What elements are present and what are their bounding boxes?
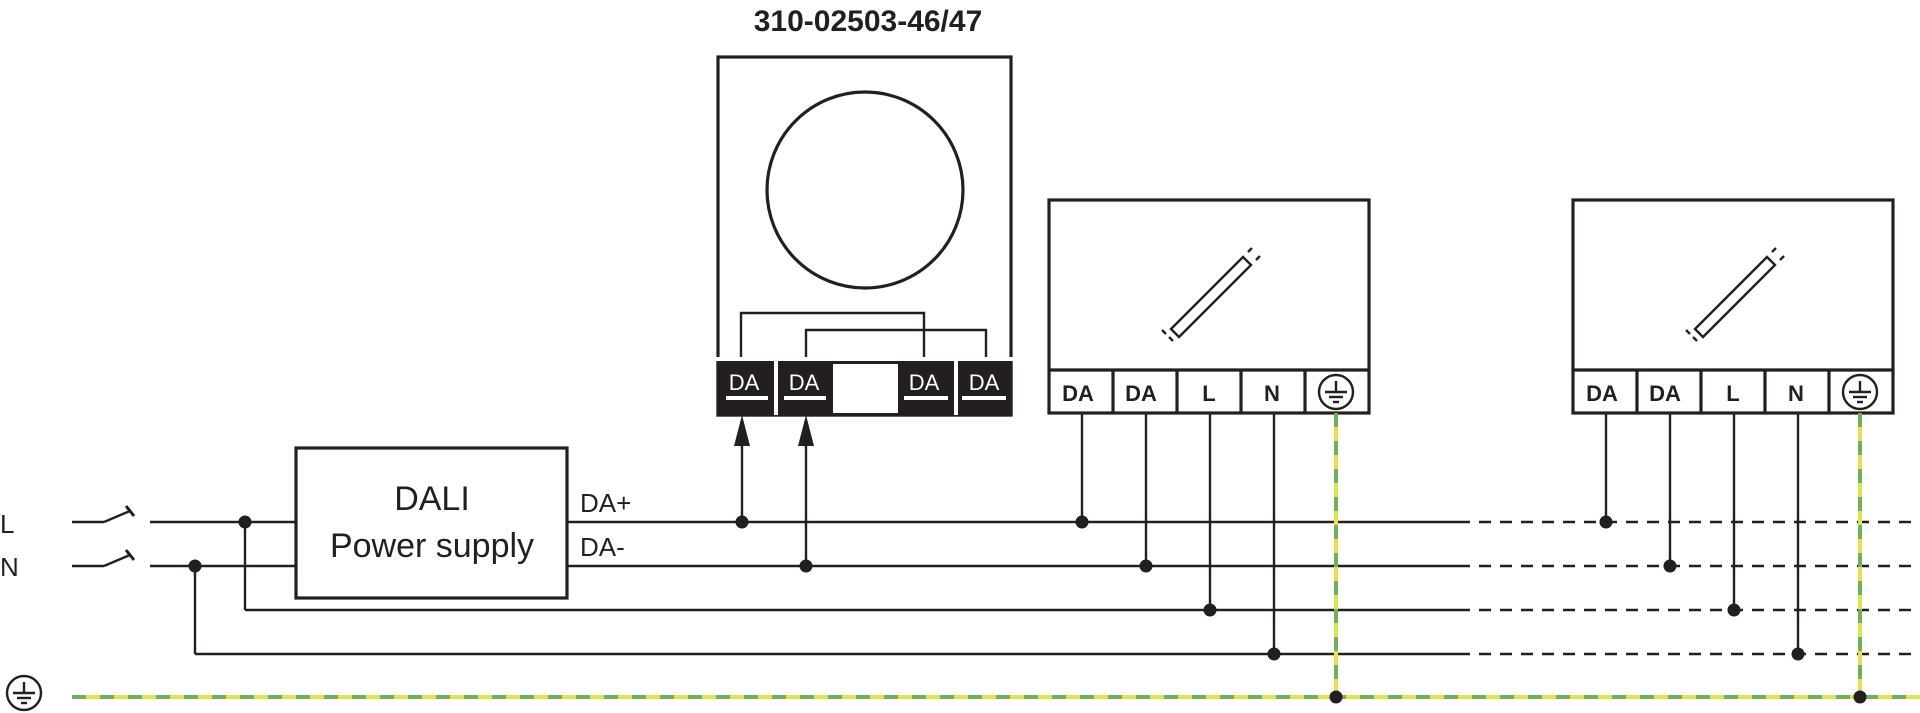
mains-label-l: L (0, 509, 14, 539)
lum1-earth-icon (1317, 373, 1355, 411)
psu-line2: Power supply (330, 527, 534, 565)
lum1-terminal-n: N (1264, 381, 1280, 406)
sensor-terminal-2: DA (789, 370, 820, 395)
sensor-arrows (734, 415, 814, 566)
sensor-terminal-3: DA (909, 370, 940, 395)
dali-power-supply: DALI Power supply (294, 446, 569, 600)
switch-icon (72, 549, 296, 568)
junction-dots (188, 515, 1867, 704)
psu-line1: DALI (394, 480, 470, 518)
mains-inputs: L N (0, 505, 296, 582)
lum2-earth-icon (1841, 373, 1879, 411)
sensor-terminal-4: DA (969, 370, 1000, 395)
lum2-terminal-da-1: DA (1586, 381, 1618, 406)
protective-earth-icon (5, 674, 43, 712)
sensor-unit: DA DA DA DA (714, 55, 1015, 417)
lum1-terminal-l: L (1202, 381, 1215, 406)
diagram-title: 310-02503-46/47 (754, 5, 983, 38)
earth-wiring (5, 413, 1920, 712)
lum1-terminal-da-2: DA (1125, 381, 1157, 406)
mains-label-n: N (0, 552, 19, 582)
wiring-lines (193, 413, 1920, 656)
luminaire-2: DA DA L N (1571, 198, 1895, 415)
sensor-terminal-1: DA (729, 370, 760, 395)
luminaire-1: DA DA L N (1047, 198, 1371, 415)
lum1-terminal-da-1: DA (1062, 381, 1094, 406)
sensor-icon (765, 90, 965, 290)
lum2-terminal-da-2: DA (1649, 381, 1681, 406)
switch-icon (72, 505, 296, 524)
bus-label-da-plus: DA+ (580, 488, 631, 518)
lum2-terminal-n: N (1788, 381, 1804, 406)
lum2-terminal-l: L (1726, 381, 1739, 406)
bus-label-da-minus: DA- (580, 532, 625, 562)
